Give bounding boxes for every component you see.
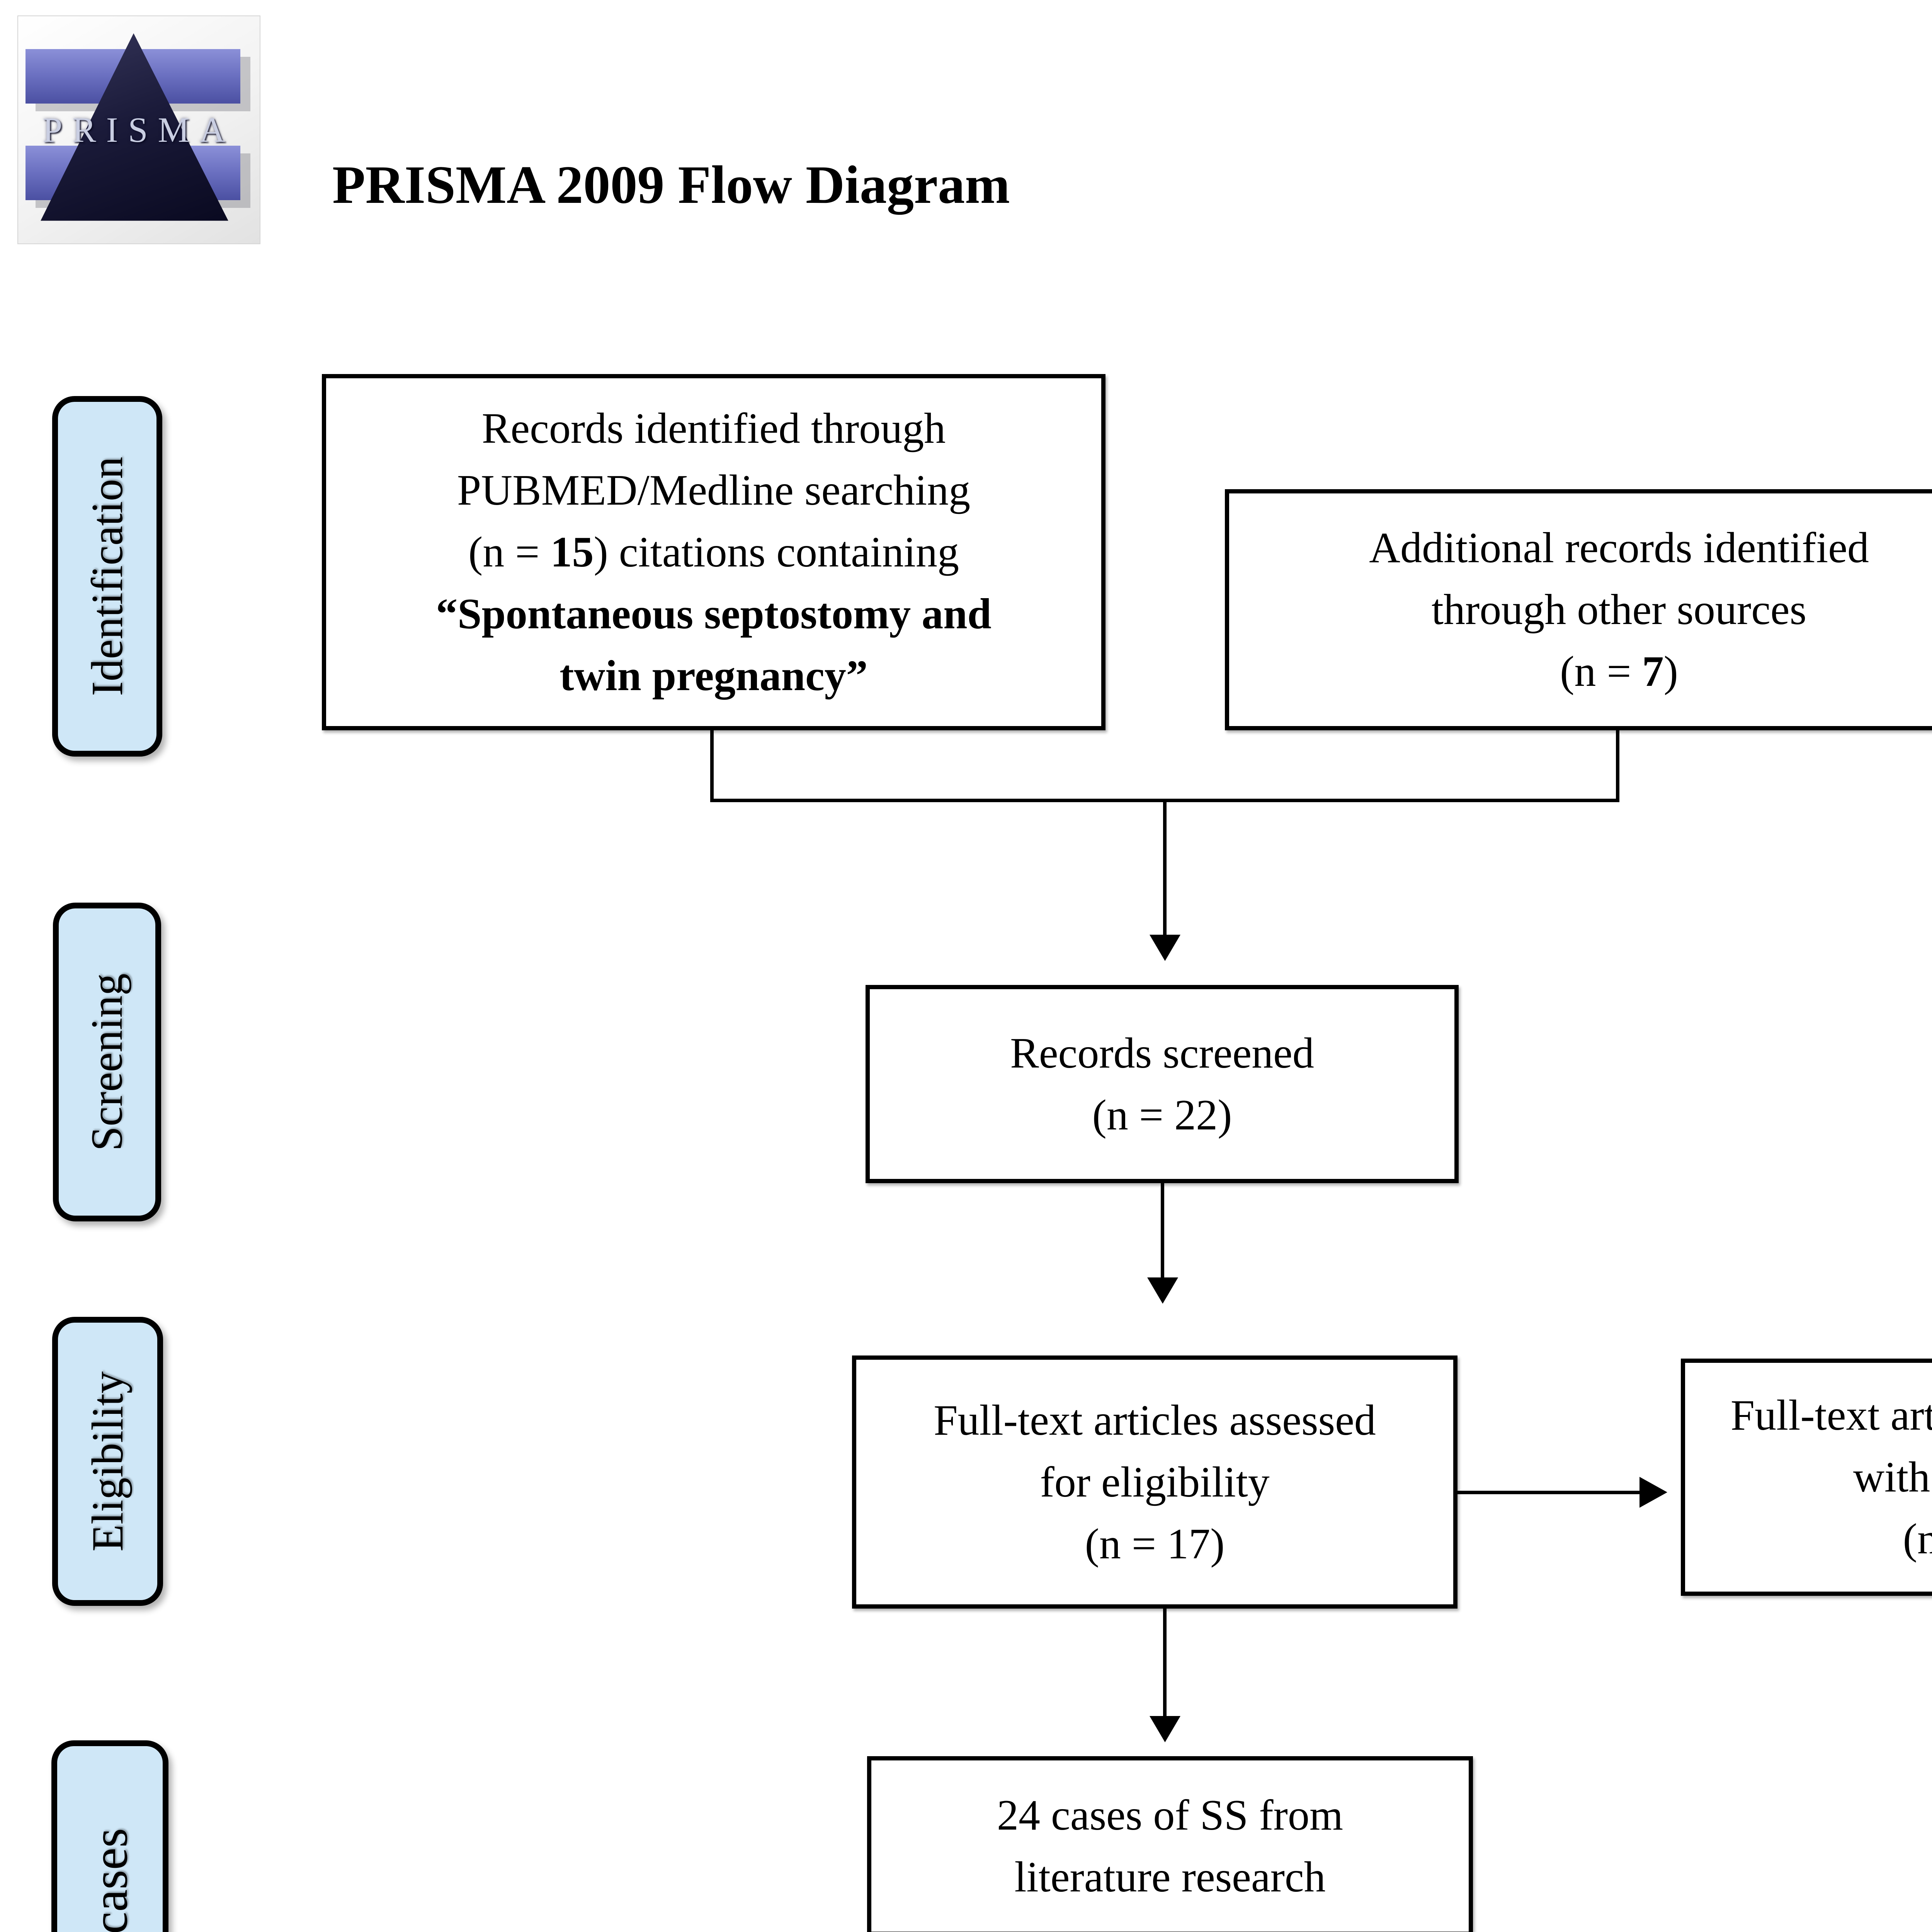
box-records-identified: Records identified through PUBMED/Medlin… [322, 374, 1105, 730]
box-fulltext-assessed: Full-text articles assessed for eligibil… [852, 1355, 1458, 1609]
arrow-to-literature-cases-stem [1163, 1607, 1167, 1717]
stage-label-text: Number of cases [81, 1828, 139, 1932]
n-suffix: ) [1663, 648, 1678, 696]
n-value: 15 [550, 528, 594, 576]
box-additional-records: Additional records identified through ot… [1225, 489, 1932, 730]
stage-label-identification: Identification [52, 396, 162, 757]
arrow-to-fulltext-excluded-head-icon [1639, 1477, 1667, 1508]
box-text-line: (n = 22) [1092, 1091, 1232, 1139]
box-records-screened: Records screened (n = 22) [866, 985, 1459, 1183]
stage-label-screening: Screening [53, 903, 161, 1221]
box-fulltext-excluded: Full-text articles excluded, with reason… [1681, 1359, 1932, 1596]
n-prefix: (n = [1560, 648, 1642, 696]
arrow-to-fulltext-assessed-stem [1161, 1182, 1164, 1278]
connector-from-records-identified [710, 729, 714, 802]
stage-label-number-of-cases: Number of cases [51, 1740, 168, 1932]
stage-label-text: Screening [82, 973, 131, 1151]
box-text-line: (n = 5) [1903, 1515, 1932, 1563]
box-text-line: (n = 17) [1085, 1520, 1225, 1568]
box-text-line: through other sources [1431, 586, 1807, 634]
box-text-line: Records screened [1010, 1029, 1314, 1077]
logo-wordmark: PRISMA [43, 110, 235, 150]
arrow-to-fulltext-assessed-head-icon [1147, 1277, 1178, 1304]
box-text-line: (n = 7) [1560, 641, 1678, 702]
arrow-to-records-screened-stem [1163, 800, 1167, 935]
box-text-line: for eligibility [1040, 1458, 1270, 1506]
box-text-line: Records identified through [481, 405, 946, 452]
n-prefix: (n = [468, 528, 551, 576]
box-text-line: Full-text articles assessed [934, 1396, 1376, 1444]
box-text-line: PUBMED/Medline searching [457, 466, 971, 514]
box-text-line: with reasons [1853, 1453, 1932, 1501]
arrow-to-records-screened-head-icon [1150, 935, 1180, 961]
page-title: PRISMA 2009 Flow Diagram [332, 155, 1010, 215]
stage-label-text: Identification [82, 456, 132, 696]
stage-label-eligibility: Eligibility [52, 1317, 163, 1606]
arrow-to-fulltext-excluded-stem [1456, 1491, 1640, 1494]
stage-label-text: Eligibility [83, 1371, 132, 1552]
box-text-line: 24 cases of SS from [997, 1791, 1343, 1839]
arrow-to-literature-cases-head-icon [1150, 1716, 1180, 1742]
box-text-line: literature research [1014, 1853, 1326, 1901]
box-text-line: Full-text articles excluded, [1730, 1391, 1932, 1439]
box-text-line: (n = 15) citations containing [468, 521, 959, 583]
box-text-line: twin pregnancy” [560, 652, 868, 700]
box-text-line: Additional records identified [1369, 524, 1869, 572]
n-suffix: ) citations containing [594, 528, 959, 576]
box-text-line: “Spontaneous septostomy and [436, 590, 992, 638]
connector-from-additional-records [1616, 729, 1619, 802]
prisma-logo: PRISMA [17, 15, 260, 244]
box-literature-cases: 24 cases of SS from literature research [867, 1756, 1473, 1932]
n-value: 7 [1642, 648, 1664, 696]
